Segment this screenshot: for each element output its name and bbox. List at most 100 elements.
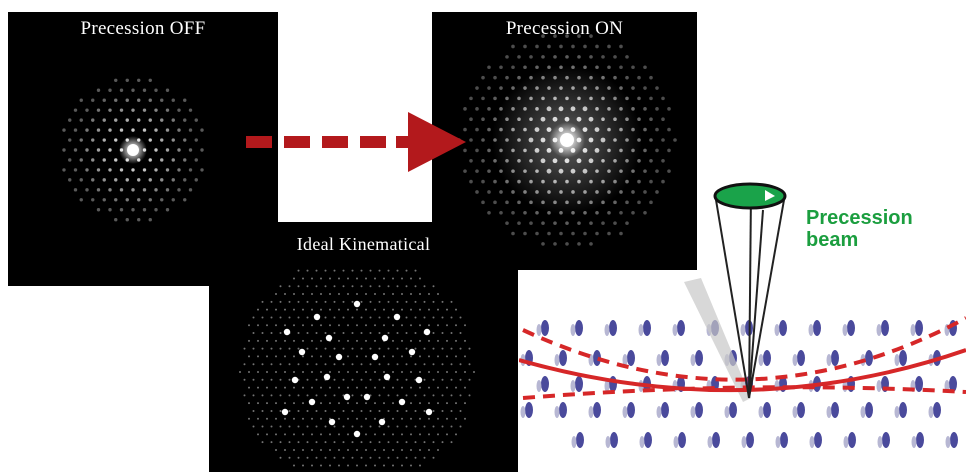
lattice-point bbox=[672, 320, 685, 336]
diffraction-spot bbox=[463, 148, 467, 153]
diffraction-spot bbox=[428, 448, 430, 451]
diffraction-spot bbox=[270, 363, 273, 366]
diffraction-spot bbox=[547, 231, 551, 236]
diffraction-spot bbox=[455, 433, 457, 436]
diffraction-spot bbox=[625, 96, 629, 101]
lattice-point bbox=[570, 376, 583, 392]
diffraction-spot bbox=[401, 308, 403, 311]
lattice-point bbox=[536, 320, 549, 336]
diffraction-spot bbox=[655, 107, 659, 111]
diffraction-spot bbox=[284, 433, 286, 436]
diffraction-spot bbox=[315, 300, 318, 303]
diffraction-spot bbox=[360, 347, 363, 350]
diffraction-spot bbox=[369, 378, 372, 381]
diffraction-spot bbox=[284, 371, 286, 373]
diffraction-spot bbox=[79, 118, 83, 122]
diffraction-spot bbox=[583, 190, 587, 194]
diffraction-spot bbox=[142, 88, 147, 92]
diffraction-spot bbox=[347, 324, 349, 327]
diffraction-spot bbox=[279, 425, 282, 428]
diffraction-spot bbox=[523, 44, 527, 49]
diffraction-spot bbox=[183, 198, 187, 202]
diffraction-spot bbox=[365, 386, 367, 389]
diffraction-spot bbox=[473, 371, 475, 373]
diffraction-spot bbox=[595, 210, 599, 215]
diffraction-spot bbox=[62, 168, 66, 172]
diffraction-spot bbox=[570, 106, 576, 112]
diffraction-spot bbox=[392, 386, 394, 389]
diffraction-spot bbox=[188, 168, 193, 172]
diffraction-spot bbox=[405, 409, 408, 412]
diffraction-spot bbox=[437, 402, 439, 405]
diffraction-spot bbox=[96, 168, 101, 172]
diffraction-spot bbox=[261, 425, 264, 428]
diffraction-spot bbox=[464, 402, 466, 405]
diffraction-spot bbox=[131, 108, 135, 112]
diffraction-spot bbox=[517, 75, 521, 80]
diffraction-spot bbox=[114, 98, 118, 102]
diffraction-spot bbox=[365, 433, 367, 436]
diffraction-spot bbox=[73, 168, 78, 172]
diffraction-spot bbox=[270, 409, 273, 412]
diffraction-spot bbox=[257, 355, 259, 358]
diffraction-spot bbox=[577, 96, 581, 101]
diffraction-spot bbox=[266, 417, 268, 420]
diffraction-spot bbox=[102, 138, 106, 142]
diffraction-spot bbox=[601, 179, 605, 184]
diffraction-spot bbox=[661, 179, 665, 184]
diffraction-spot bbox=[374, 464, 376, 467]
diffraction-spot bbox=[374, 371, 376, 373]
diffraction-spot bbox=[320, 417, 322, 420]
diffraction-spot bbox=[293, 402, 295, 405]
diffraction-spot bbox=[293, 293, 295, 296]
lattice-point bbox=[554, 402, 567, 418]
diffraction-spot bbox=[637, 138, 641, 142]
diffraction-spot bbox=[333, 456, 336, 459]
diffraction-spot bbox=[392, 402, 394, 405]
diffraction-spot bbox=[248, 402, 250, 405]
diffraction-spot bbox=[493, 75, 497, 80]
diffraction-spot bbox=[73, 188, 78, 192]
diffraction-spot bbox=[493, 179, 497, 184]
diffraction-spot bbox=[279, 456, 282, 459]
diffraction-spot bbox=[194, 158, 198, 162]
diffraction-spot bbox=[401, 433, 403, 436]
diffraction-spot bbox=[311, 371, 313, 373]
diffraction-spot bbox=[177, 168, 181, 172]
diffraction-spot bbox=[601, 221, 605, 225]
diffraction-spot bbox=[607, 169, 611, 173]
strong-reflection bbox=[323, 373, 331, 381]
diffraction-spot bbox=[553, 200, 557, 205]
diffraction-spot bbox=[183, 138, 187, 142]
diffraction-spot bbox=[649, 75, 653, 80]
lattice-point bbox=[911, 432, 924, 448]
diffraction-spot bbox=[487, 65, 491, 70]
diffraction-spot bbox=[414, 363, 417, 366]
diffraction-spot bbox=[441, 378, 444, 381]
diffraction-spot bbox=[188, 188, 193, 192]
diffraction-spot bbox=[306, 409, 309, 412]
diffraction-spot bbox=[306, 332, 309, 335]
diffraction-spot bbox=[347, 402, 349, 405]
diffraction-spot bbox=[583, 210, 587, 215]
diffraction-spot bbox=[148, 158, 152, 162]
diffraction-spot bbox=[517, 55, 521, 59]
diffraction-spot bbox=[356, 386, 358, 389]
diffraction-spot bbox=[392, 339, 394, 342]
diffraction-spot bbox=[455, 355, 457, 358]
diffraction-spot bbox=[401, 355, 403, 358]
diffraction-spot bbox=[356, 448, 358, 451]
diffraction-spot bbox=[252, 409, 255, 412]
diffraction-spot bbox=[383, 386, 385, 389]
diffraction-spot bbox=[535, 231, 539, 236]
diffraction-spot bbox=[410, 402, 412, 405]
diffraction-spot bbox=[119, 128, 124, 132]
diffraction-spot bbox=[329, 386, 331, 389]
diffraction-spot bbox=[302, 355, 304, 358]
diffraction-spot bbox=[369, 441, 372, 444]
diffraction-spot bbox=[607, 107, 611, 111]
diffraction-spot bbox=[487, 169, 491, 173]
diffraction-spot bbox=[383, 433, 385, 436]
diffraction-spot bbox=[270, 300, 273, 303]
diffraction-spot bbox=[410, 308, 412, 311]
